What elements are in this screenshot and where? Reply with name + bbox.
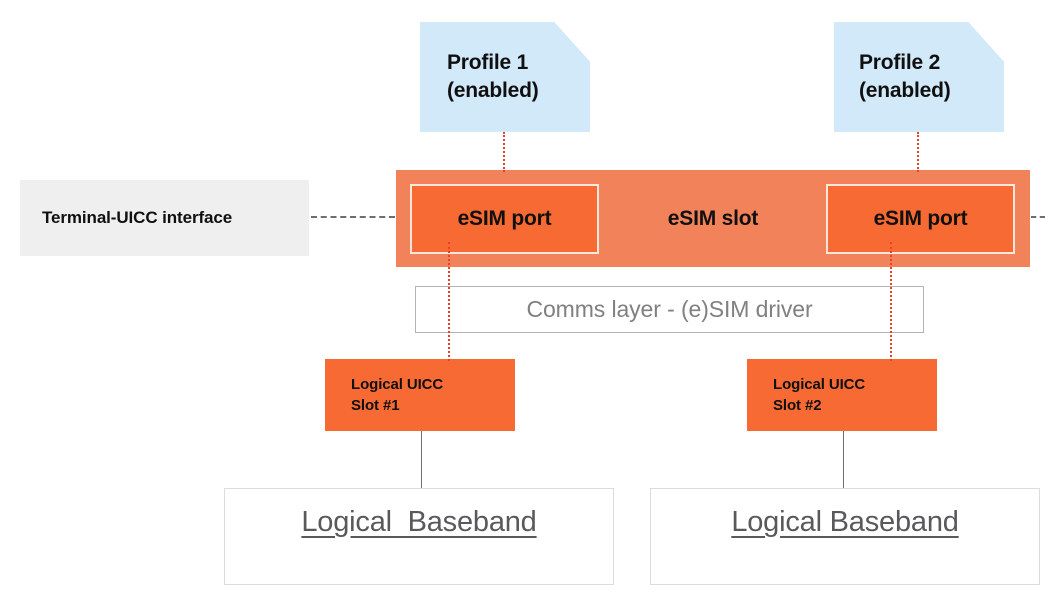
logical-uicc-slot-2[interactable]: Logical UICC Slot #2 [747,359,937,431]
solid-connector-slot1-to-baseband1 [421,431,422,489]
logical-uicc-slot-1[interactable]: Logical UICC Slot #1 [325,359,515,431]
profile-card-1[interactable]: Profile 1 (enabled) [420,22,590,132]
dashed-connector-slot-right-stub [1031,216,1045,218]
profile-card-2[interactable]: Profile 2 (enabled) [834,22,1004,132]
profile-card-2-label: Profile 2 (enabled) [859,51,951,102]
esim-slot-band[interactable]: eSIM slot eSIM port eSIM port [396,170,1030,267]
dotted-connector-profile2-to-port2 [917,132,919,172]
logical-uicc-slot-1-label: Logical UICC Slot #1 [351,375,444,414]
logical-baseband-1-label: Logical Baseband [301,506,537,538]
profile-card-1-label: Profile 1 (enabled) [447,51,539,102]
logical-uicc-slot-2-label: Logical UICC Slot #2 [773,375,866,414]
esim-port-2[interactable]: eSIM port [826,184,1015,254]
esim-port-2-label: eSIM port [873,207,968,230]
terminal-uicc-interface-box[interactable]: Terminal-UICC interface [20,180,309,256]
esim-port-1[interactable]: eSIM port [410,184,599,254]
esim-slot-label: eSIM slot [667,206,759,230]
comms-layer-label: Comms layer - (e)SIM driver [526,296,813,322]
esim-port-1-label: eSIM port [457,207,552,230]
dotted-connector-profile1-to-port1 [503,132,505,172]
logical-baseband-box-1[interactable]: Logical Baseband [224,488,614,585]
logical-baseband-box-2[interactable]: Logical Baseband [650,488,1040,585]
dashed-connector-terminal-to-slot [311,216,395,218]
logical-baseband-2-label: Logical Baseband [731,506,959,538]
terminal-uicc-interface-label: Terminal-UICC interface [42,208,233,227]
comms-layer-box[interactable]: Comms layer - (e)SIM driver [415,286,924,333]
solid-connector-slot2-to-baseband2 [843,431,844,489]
dotted-connector-port1-to-slot1 [448,242,450,361]
dotted-connector-port2-to-slot2 [890,242,892,361]
